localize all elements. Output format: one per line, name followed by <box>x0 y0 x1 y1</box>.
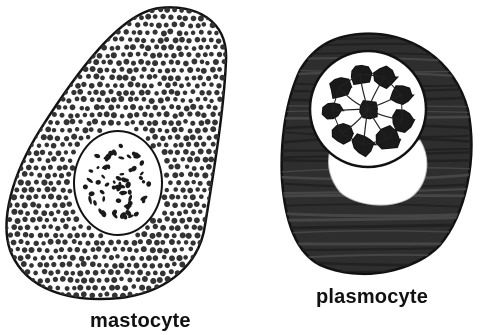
plasmocyte-label: plasmocyte <box>316 286 428 309</box>
mastocyte-label: mastocyte <box>90 310 191 333</box>
mastocyte-cell <box>2 6 231 299</box>
plasmocyte-cell <box>280 34 475 278</box>
